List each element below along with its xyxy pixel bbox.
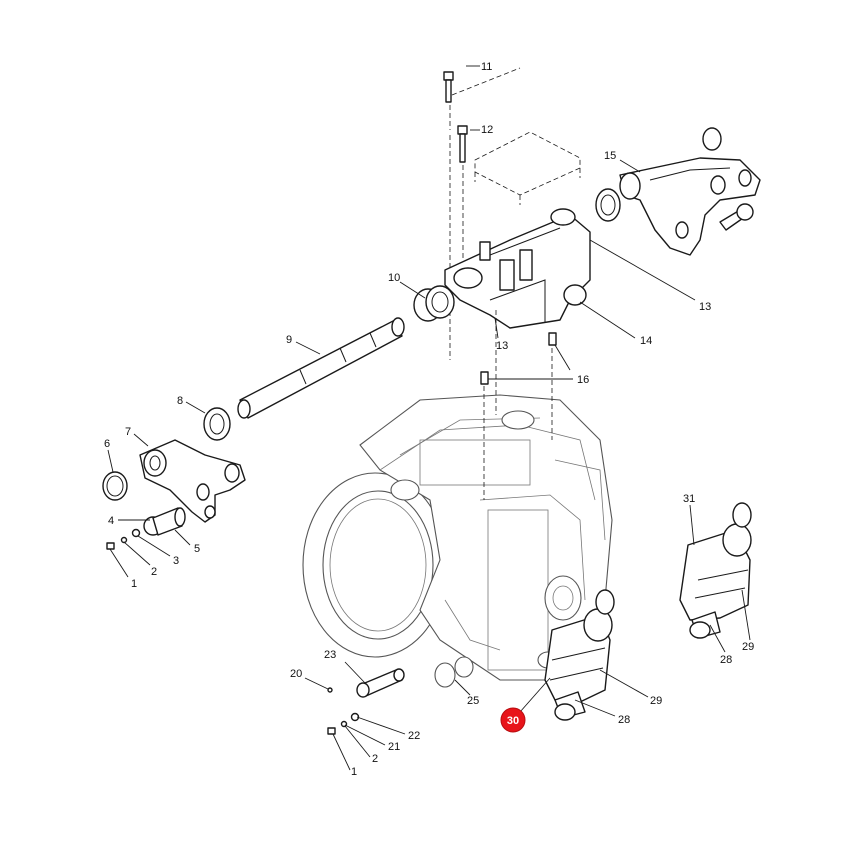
label-31: 31 — [683, 493, 695, 505]
lever-7 — [139, 439, 246, 523]
needle-bearing-10 — [413, 285, 455, 322]
label-13-lower: 13 — [496, 340, 508, 352]
label-28-lower: 28 — [618, 714, 630, 726]
splined-bushing — [595, 188, 621, 222]
label-2-lower: 2 — [372, 753, 378, 765]
label-5: 5 — [194, 543, 200, 555]
fasteners-1-2-3 — [106, 528, 141, 550]
cylinder-31-28-29 — [679, 502, 752, 639]
label-15: 15 — [604, 150, 616, 162]
snap-ring-6 — [102, 471, 128, 501]
part-labels: 11 12 15 10 13 13 14 9 16 8 7 6 4 2 3 5 … — [104, 61, 754, 778]
pin-23 — [356, 668, 405, 698]
label-11: 11 — [481, 61, 492, 73]
label-12: 12 — [481, 124, 493, 136]
label-29-right: 29 — [742, 641, 754, 653]
label-23: 23 — [324, 649, 336, 661]
leader-lines — [107, 65, 751, 771]
highlight-marker-30 — [500, 707, 526, 733]
pin-5 — [143, 507, 186, 536]
label-6: 6 — [104, 438, 110, 450]
label-1-left: 1 — [131, 578, 137, 590]
bolt-12 — [449, 125, 468, 360]
label-25: 25 — [467, 695, 479, 707]
label-14: 14 — [640, 335, 652, 347]
label-16: 16 — [577, 374, 589, 386]
valve-body-13-14 — [444, 208, 591, 329]
transmission-housing — [302, 394, 613, 688]
label-9: 9 — [286, 334, 292, 346]
fasteners-20-22-21 — [327, 687, 360, 735]
shaft-9 — [237, 317, 405, 419]
bracket-15 — [619, 127, 761, 256]
label-8: 8 — [177, 395, 183, 407]
ring-8 — [203, 407, 231, 441]
label-2-left: 2 — [151, 566, 157, 578]
label-30: 30 — [507, 715, 519, 727]
bolt-11 — [443, 67, 521, 130]
label-28-right: 28 — [720, 654, 732, 666]
label-10: 10 — [388, 272, 400, 284]
label-7: 7 — [125, 426, 131, 438]
label-21: 21 — [388, 741, 400, 753]
label-3: 3 — [173, 555, 179, 567]
label-1-lower: 1 — [351, 766, 357, 778]
cylinder-30-28-29 — [544, 589, 615, 721]
cover-outline — [474, 131, 581, 205]
label-13-upper: 13 — [699, 301, 711, 313]
label-20: 20 — [290, 668, 302, 680]
label-22: 22 — [408, 730, 420, 742]
label-4: 4 — [108, 515, 114, 527]
label-29-lower: 29 — [650, 695, 662, 707]
